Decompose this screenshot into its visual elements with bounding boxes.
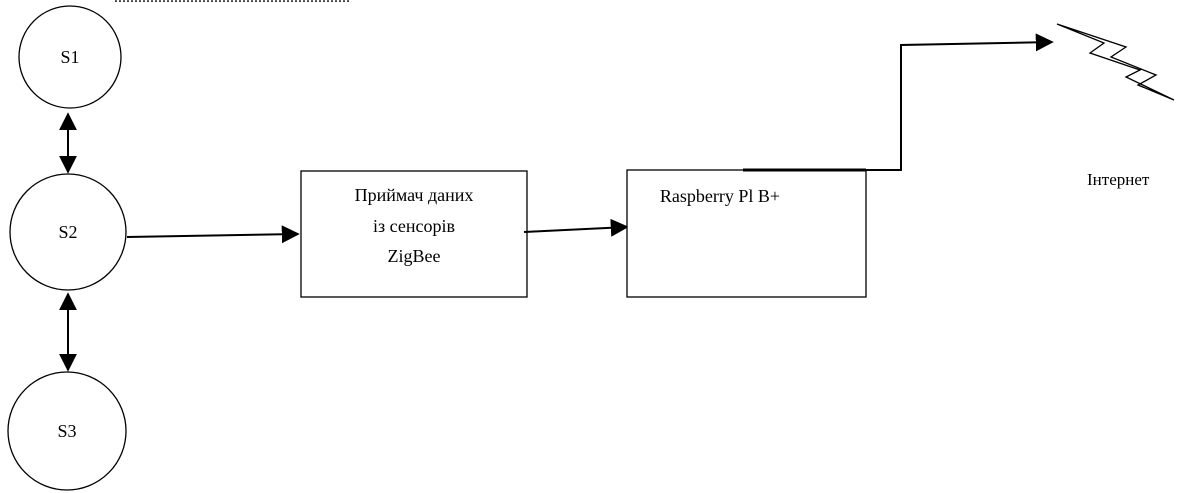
lightning-icon [1056, 23, 1175, 101]
sensor-node-s2: S2 [9, 173, 127, 291]
arrow-s2-to-receiver [126, 225, 300, 244]
s3-label: S3 [57, 421, 76, 441]
receiver-line-1: Приймач даних [355, 185, 474, 205]
receiver-line-3: ZigBee [388, 246, 441, 266]
internet-label: Інтернет [1087, 170, 1150, 189]
sensor-node-s3: S3 [7, 371, 127, 491]
arrow-receiver-to-raspberry [523, 218, 629, 237]
top-text-fragment: ........................................… [114, 0, 350, 7]
s2-label: S2 [58, 222, 77, 242]
raspberry-label: Raspberry Pl B+ [660, 186, 780, 206]
receiver-box: Приймач даних із сенсорів ZigBee [300, 170, 528, 298]
receiver-line-2: із сенсорів [373, 216, 455, 236]
arrow-raspberry-to-internet [866, 33, 1054, 171]
sensor-node-s1: S1 [18, 5, 122, 109]
s1-label: S1 [60, 47, 79, 67]
raspberry-box: Raspberry Pl B+ [626, 168, 867, 298]
